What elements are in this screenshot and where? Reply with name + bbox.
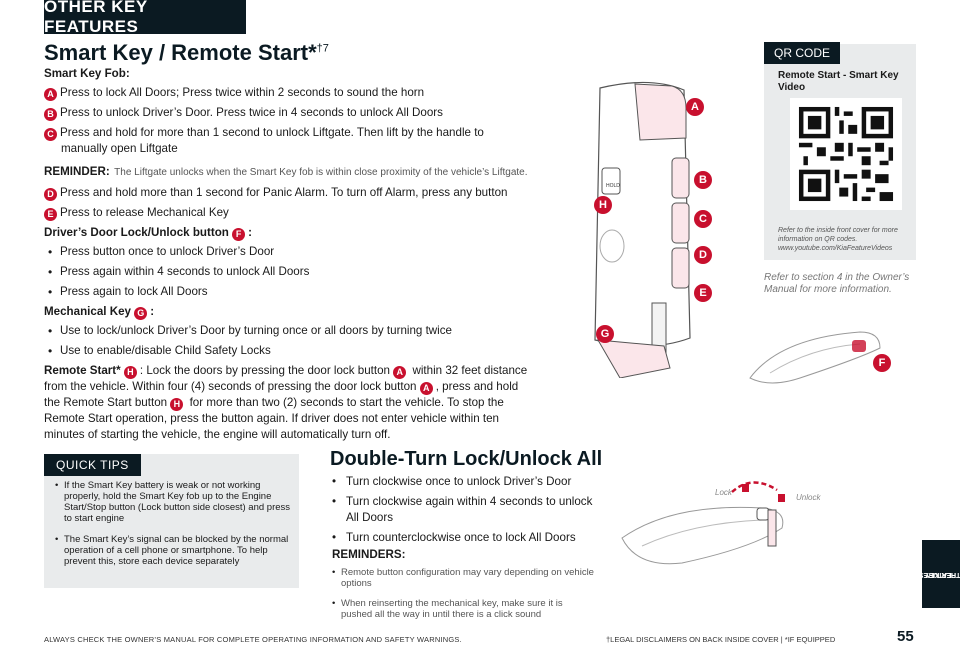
fob-item-c-cont: manually open Liftgate xyxy=(61,142,178,155)
reminder-item: When reinserting the mechanical key, mak… xyxy=(332,598,594,620)
callout-e: E xyxy=(694,284,712,302)
fob-reminder: REMINDER: The Liftgate unlocks when the … xyxy=(44,165,528,178)
mech-key-bullet: Use to enable/disable Child Safety Locks xyxy=(48,343,271,359)
qr-code-image[interactable] xyxy=(790,98,902,210)
qr-title: Remote Start - Smart Key Video xyxy=(778,70,899,93)
callout-h: H xyxy=(594,196,612,214)
mech-key-heading: Mechanical Key G: xyxy=(44,305,155,320)
mech-key-bullet: Use to lock/unlock Driver’s Door by turn… xyxy=(48,323,452,339)
qr-note: Refer to the inside front cover for more… xyxy=(778,227,898,252)
door-key-turn-illustration xyxy=(621,481,785,565)
callout-g: G xyxy=(596,325,614,343)
callout-f: F xyxy=(873,354,891,372)
page-title: Smart Key / Remote Start*†7 xyxy=(44,40,329,65)
footer-disclaimer: †LEGAL DISCLAIMERS ON BACK INSIDE COVER … xyxy=(606,635,836,644)
unlock-label: Unlock xyxy=(796,493,821,502)
double-turn-bullet: Turn counterclockwise once to lock All D… xyxy=(332,530,597,546)
smart-key-fob-illustration xyxy=(594,81,691,378)
driver-door-bullet: Press again to lock All Doors xyxy=(48,284,208,300)
section-tab: OTHER KEY FEATURES xyxy=(44,0,246,36)
qr-code-icon xyxy=(798,106,894,202)
remote-start-line: Remote Start operation, press the button… xyxy=(44,412,499,425)
qr-code-panel: QR CODE Remote Start - Smart Key Video R… xyxy=(764,42,916,260)
quick-tip-item: If the Smart Key battery is weak or not … xyxy=(55,480,292,524)
callout-b: B xyxy=(694,171,712,189)
callout-d: D xyxy=(694,246,712,264)
qr-tag: QR CODE xyxy=(764,42,841,64)
remote-start-line: Remote Start* H: Lock the doors by press… xyxy=(44,364,528,379)
driver-door-heading: Driver’s Door Lock/Unlock button F: xyxy=(44,226,252,241)
fob-heading: Smart Key Fob: xyxy=(44,67,130,80)
owners-manual-reference: Refer to section 4 in the Owner’s Manual… xyxy=(764,272,910,295)
quick-tips-panel: QUICK TIPS If the Smart Key battery is w… xyxy=(44,454,299,588)
quick-tip-item: The Smart Key’s signal can be blocked by… xyxy=(55,534,292,567)
reminders-label: REMINDERS: xyxy=(332,548,406,561)
callout-c: C xyxy=(694,210,712,228)
driver-door-bullet: Press button once to unlock Driver’s Doo… xyxy=(48,244,274,260)
door-handle-illustration xyxy=(749,331,881,384)
page-number: 55 xyxy=(897,628,914,645)
driver-door-bullet: Press again within 4 seconds to unlock A… xyxy=(48,264,309,280)
remote-start-line: from the vehicle. Within four (4) second… xyxy=(44,380,519,395)
callout-a: A xyxy=(686,98,704,116)
footer-warning: ALWAYS CHECK THE OWNER’S MANUAL FOR COMP… xyxy=(44,635,462,644)
remote-start-line: the Remote Start button H for more than … xyxy=(44,396,504,411)
reminder-item: Remote button configuration may vary dep… xyxy=(332,567,594,589)
lock-label: Lock xyxy=(715,488,732,497)
double-turn-bullet: Turn clockwise again within 4 seconds to… xyxy=(332,494,597,526)
remote-start-line: minutes of starting the vehicle, the eng… xyxy=(44,428,391,441)
quick-tips-tag: QUICK TIPS xyxy=(44,454,141,476)
double-turn-bullet: Turn clockwise once to unlock Driver’s D… xyxy=(332,474,597,490)
double-turn-title: Double-Turn Lock/Unlock All xyxy=(330,448,603,470)
hold-label: HOLD xyxy=(606,183,620,189)
